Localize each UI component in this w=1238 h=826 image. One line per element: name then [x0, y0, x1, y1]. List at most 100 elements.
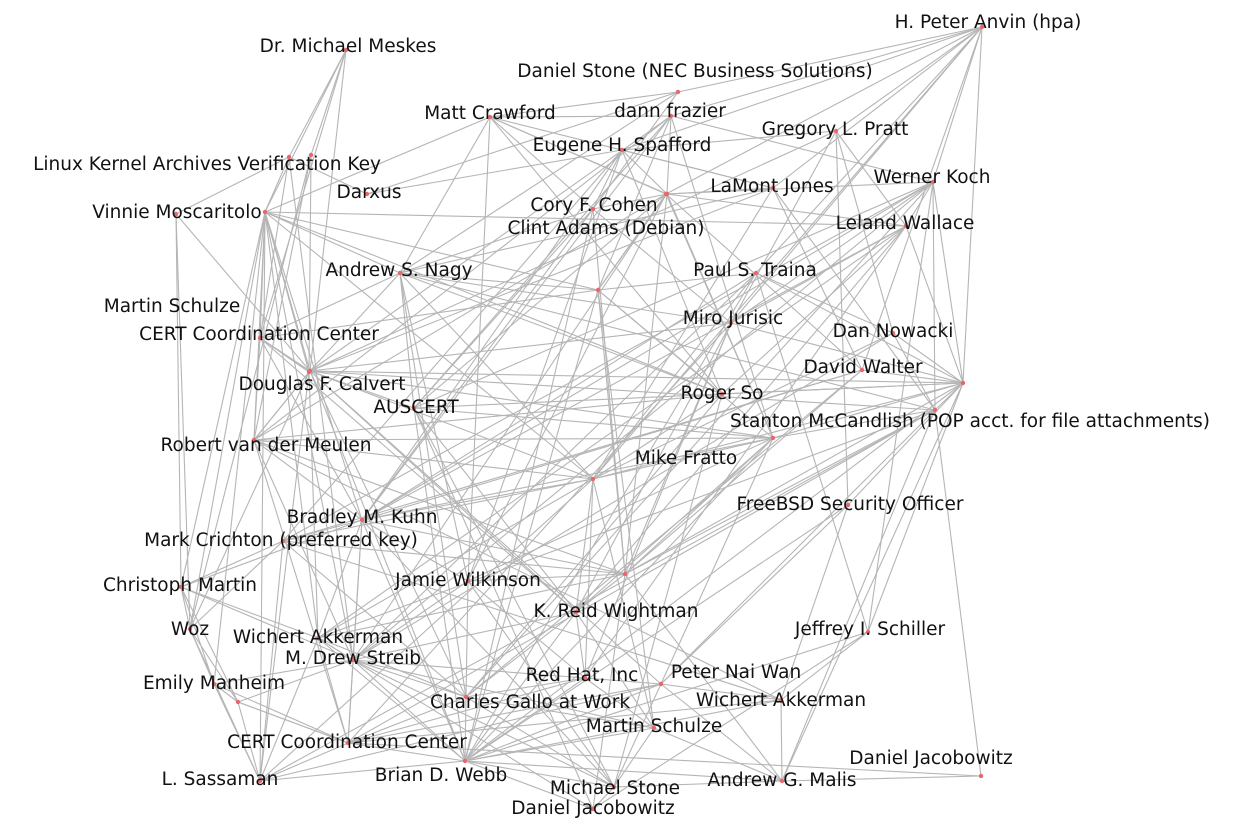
- graph-edge-stone_nec-nagy: [399, 91, 679, 274]
- graph-node-webb[interactable]: [462, 758, 468, 764]
- graph-node-cert1[interactable]: [257, 335, 263, 341]
- graph-edge-nagy-cert1: [259, 272, 401, 339]
- graph-node-u6[interactable]: [622, 571, 628, 577]
- graph-node-spafford[interactable]: [619, 147, 625, 153]
- graph-node-auscert[interactable]: [411, 405, 417, 411]
- graph-node-freebsd[interactable]: [845, 502, 851, 508]
- graph-node-woz[interactable]: [187, 626, 193, 632]
- graph-node-gallo[interactable]: [463, 694, 469, 700]
- graph-edge-crichton-woz: [189, 540, 284, 630]
- graph-edge-manheim-cert2: [213, 683, 349, 744]
- graph-node-moscaritolo[interactable]: [262, 209, 268, 215]
- graph-edge-nowacki-u1: [892, 332, 964, 384]
- node-label-wightman: K. Reid Wightman: [534, 601, 699, 622]
- graph-node-mstone[interactable]: [611, 784, 617, 790]
- graph-edge-akkerman1-sassaman: [259, 637, 319, 782]
- graph-edge-u1-u6: [624, 382, 964, 575]
- graph-edge-streib-schulze2: [352, 659, 655, 729]
- graph-edge-u2-schulze2: [597, 289, 655, 729]
- node-label-akkerman2: Wichert Akkerman: [696, 690, 866, 711]
- graph-node-stone_nec[interactable]: [675, 89, 681, 95]
- graph-node-darxus[interactable]: [364, 191, 370, 197]
- graph-node-jurisic[interactable]: [728, 320, 734, 326]
- graph-edge-crawford-cohen: [489, 116, 594, 210]
- node-label-koch: Werner Koch: [874, 167, 991, 188]
- graph-edge-manheim-sassaman: [213, 683, 261, 782]
- graph-node-cmartin[interactable]: [178, 584, 184, 590]
- graph-edge-wilkinson-u5: [467, 437, 774, 582]
- graph-node-anvin[interactable]: [979, 24, 985, 30]
- graph-node-malis[interactable]: [779, 778, 785, 784]
- graph-node-pratt[interactable]: [833, 128, 839, 134]
- graph-node-u8[interactable]: [235, 699, 241, 705]
- graph-edge-streib-webb: [352, 659, 466, 762]
- graph-node-lkavk[interactable]: [286, 154, 292, 160]
- graph-edge-cert1-calvert: [259, 337, 311, 372]
- graph-edge-cert1-meulen: [253, 337, 261, 441]
- graph-node-wilkinson[interactable]: [465, 578, 471, 584]
- graph-edges: [175, 26, 983, 810]
- graph-edge-cmartin-woz: [180, 586, 191, 630]
- graph-node-schiller[interactable]: [865, 629, 871, 635]
- graph-edge-spafford-roger: [621, 149, 723, 395]
- graph-node-wightman[interactable]: [573, 609, 579, 615]
- node-label-jurisic: Miro Jurisic: [683, 308, 783, 329]
- graph-node-frazier[interactable]: [668, 113, 674, 119]
- graph-node-u4[interactable]: [308, 152, 314, 158]
- graph-edge-u2-webb: [464, 289, 599, 762]
- graph-edge-freebsd-u1: [847, 382, 964, 506]
- graph-edge-gallo-schulze2: [465, 696, 655, 729]
- graph-node-streib[interactable]: [350, 657, 356, 663]
- graph-node-u2[interactable]: [595, 287, 601, 293]
- graph-edge-koch-mccandlish: [932, 181, 936, 411]
- graph-node-roger[interactable]: [719, 391, 725, 397]
- graph-edge-mstone-jacobowitz2: [592, 786, 615, 810]
- graph-node-crichton[interactable]: [280, 538, 286, 544]
- graph-node-redhat[interactable]: [582, 675, 588, 681]
- graph-node-akkerman1[interactable]: [315, 635, 321, 641]
- graph-node-manheim[interactable]: [211, 681, 217, 687]
- graph-node-traina[interactable]: [753, 270, 759, 276]
- graph-node-nagy[interactable]: [397, 270, 403, 276]
- graph-edge-wilkinson-redhat: [467, 580, 586, 679]
- graph-node-sassaman[interactable]: [257, 778, 263, 784]
- graph-node-jacobowitz1[interactable]: [978, 773, 984, 779]
- graph-node-mccandlish[interactable]: [932, 407, 938, 413]
- graph-node-u7[interactable]: [306, 369, 312, 375]
- graph-edge-u2-u3: [597, 193, 668, 291]
- graph-node-lamont[interactable]: [770, 185, 776, 191]
- graph-node-jacobowitz2[interactable]: [590, 806, 596, 812]
- node-label-crichton: Mark Crichton (preferred key): [144, 530, 418, 551]
- graph-node-u1[interactable]: [960, 380, 966, 386]
- graph-node-cert2[interactable]: [345, 740, 351, 746]
- graph-edge-cert1-u2: [259, 289, 599, 339]
- graph-node-akkerman2[interactable]: [778, 697, 784, 703]
- graph-edge-calvert-nai: [309, 370, 662, 685]
- graph-node-nowacki[interactable]: [890, 330, 896, 336]
- graph-node-meskes[interactable]: [343, 47, 349, 53]
- graph-node-schulze1[interactable]: [173, 211, 179, 217]
- graph-node-meulen[interactable]: [251, 437, 257, 443]
- graph-node-cohen[interactable]: [590, 206, 596, 212]
- graph-node-u3[interactable]: [664, 191, 670, 197]
- graph-node-kuhn[interactable]: [359, 517, 365, 523]
- graph-node-nai[interactable]: [658, 681, 664, 687]
- node-label-akkerman1: Wichert Akkerman: [233, 627, 403, 648]
- graph-edge-moscaritolo-manheim: [213, 211, 266, 685]
- graph-edge-nai-akkerman2: [660, 683, 782, 701]
- graph-edge-walter-crichton: [282, 369, 863, 542]
- graph-edge-anvin-pratt: [835, 26, 983, 132]
- graph-node-crawford[interactable]: [487, 114, 493, 120]
- node-label-anvin: H. Peter Anvin (hpa): [895, 12, 1082, 33]
- node-label-moscaritolo: Vinnie Moscaritolo: [92, 202, 261, 223]
- graph-edge-crichton-sassaman: [259, 540, 284, 782]
- node-label-schulze2: Martin Schulze: [586, 716, 723, 737]
- graph-node-fratto[interactable]: [590, 476, 596, 482]
- graph-edge-cohen-nagy: [399, 208, 594, 274]
- graph-node-koch[interactable]: [930, 179, 936, 185]
- graph-node-u5[interactable]: [770, 435, 776, 441]
- graph-node-schulze2[interactable]: [651, 725, 657, 731]
- graph-node-walter[interactable]: [859, 367, 865, 373]
- graph-node-wallace[interactable]: [903, 223, 909, 229]
- node-label-streib: M. Drew Streib: [285, 648, 421, 669]
